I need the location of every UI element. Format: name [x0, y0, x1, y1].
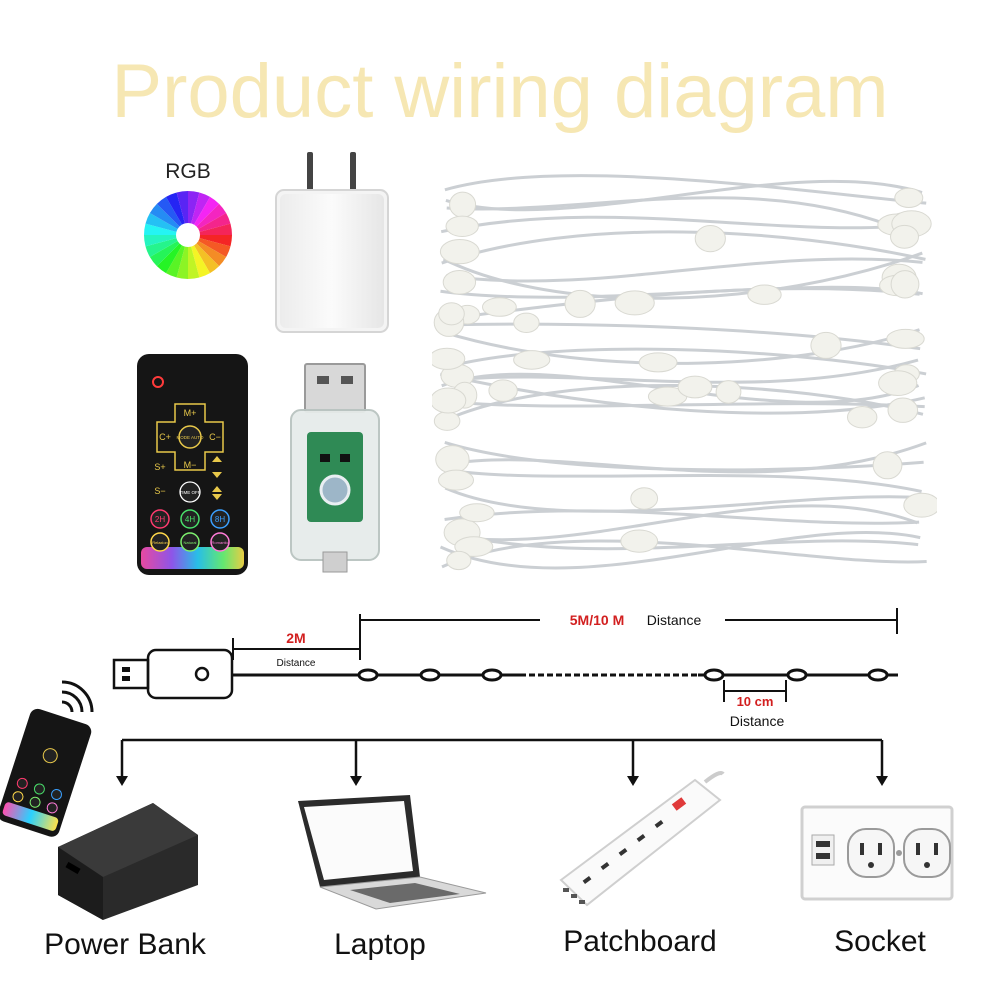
socket-label: Socket — [834, 925, 926, 958]
usb-plug-icon — [112, 648, 234, 700]
power-bank-label: Power Bank — [44, 928, 206, 961]
remote-signal-icon — [0, 680, 94, 837]
remote-relaxation: Relaxion — [152, 540, 168, 545]
power-bank-icon — [58, 803, 198, 920]
diagram-title: Product wiring diagram — [111, 49, 889, 134]
lead-distance-value: 2M — [286, 630, 305, 646]
spacing-distance-value: 10 cm — [737, 694, 774, 709]
laptop-icon — [298, 795, 487, 910]
wiring-diagram: 2M Distance 5M/10 M Distance 10 cm Dista… — [112, 608, 898, 786]
strip-distance-label: Distance — [647, 612, 702, 628]
remote-4h: 4H — [185, 515, 195, 524]
remote-s-minus: S− — [154, 486, 165, 496]
remote-time-off: TIME OFF — [180, 490, 201, 495]
remote-natural: Natural — [184, 540, 197, 545]
usb-controller-icon — [290, 363, 380, 573]
remote-8h: 8H — [215, 515, 225, 524]
remote-c-plus: C+ — [159, 432, 171, 442]
remote-mode-auto: MODE AUTO — [177, 435, 204, 440]
strip-distance-value: 5M/10 M — [570, 612, 624, 628]
usb-power-adapter-icon — [275, 152, 389, 333]
remote-s-plus: S+ — [154, 462, 165, 472]
remote-romantic: Romantic — [212, 540, 229, 545]
wall-socket-icon — [800, 805, 954, 901]
rgb-label: RGB — [165, 160, 211, 183]
rgb-color-wheel-icon — [144, 191, 232, 279]
power-strip-icon — [559, 771, 725, 907]
patchboard-label: Patchboard — [563, 925, 717, 958]
led-string-coil-illustration — [432, 174, 937, 571]
lead-distance-label: Distance — [277, 658, 316, 669]
remote-m-minus: M− — [184, 460, 197, 470]
spacing-distance-label: Distance — [730, 713, 785, 729]
laptop-label: Laptop — [334, 928, 426, 961]
remote-m-plus: M+ — [184, 408, 197, 418]
remote-2h: 2H — [155, 515, 165, 524]
remote-control: M+ C+ C− S+ M− S− MODE AUTO TIME OFF 2H … — [137, 354, 248, 575]
remote-c-minus: C− — [209, 432, 221, 442]
